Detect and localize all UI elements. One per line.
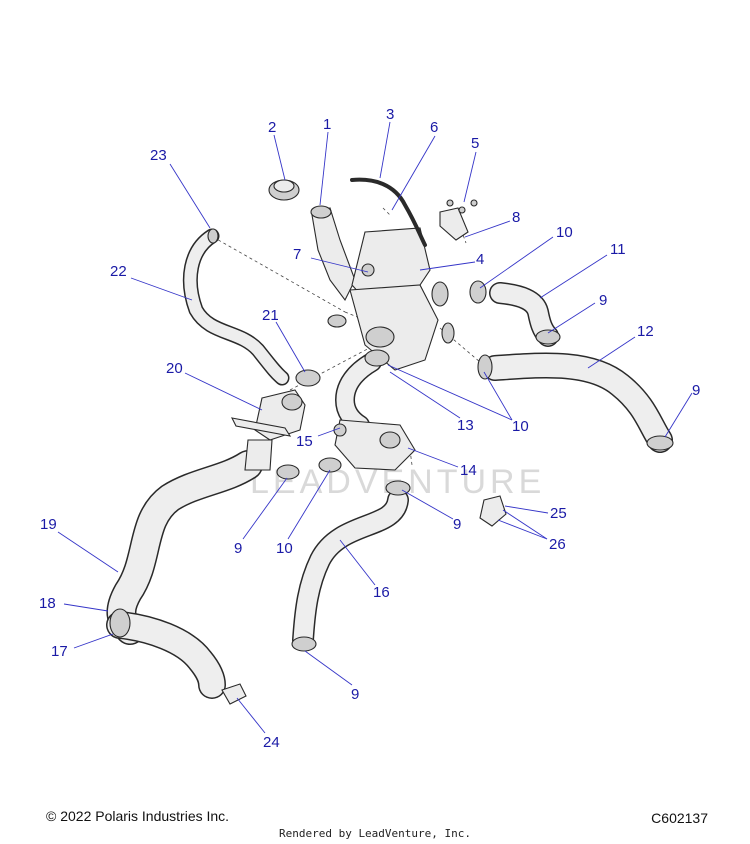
callout-9-d: 9 [453, 516, 461, 533]
hose-13 [335, 352, 382, 435]
hose-12 [482, 352, 673, 453]
callout-5: 5 [471, 135, 479, 152]
callout-labels: 1 2 3 4 5 6 7 8 9 9 9 9 9 10 10 10 11 12… [39, 106, 700, 751]
diagram-code: C602137 [651, 810, 708, 826]
callout-12: 12 [637, 323, 654, 340]
callout-10-b: 10 [512, 418, 529, 435]
leader-lines [57, 121, 693, 734]
callout-4: 4 [476, 251, 484, 268]
housing-1 [310, 205, 455, 371]
callout-21: 21 [262, 307, 279, 324]
callout-3: 3 [386, 106, 394, 123]
callout-11: 11 [610, 241, 626, 258]
callout-9-c: 9 [234, 540, 242, 557]
callout-9-a: 9 [599, 292, 607, 309]
bracket-8 [439, 199, 478, 241]
callout-13: 13 [457, 417, 474, 434]
callout-7: 7 [293, 246, 301, 263]
callout-10-a: 10 [556, 224, 573, 241]
hose-17 [106, 608, 226, 699]
callout-24: 24 [263, 734, 280, 751]
rendered-by-text: Rendered by LeadVenture, Inc. [278, 827, 472, 840]
hose-16 [292, 489, 409, 651]
copyright-text: © 2022 Polaris Industries Inc. [46, 808, 230, 824]
callout-19: 19 [40, 516, 57, 533]
callout-17: 17 [51, 643, 68, 660]
callout-6: 6 [430, 119, 438, 136]
callout-23: 23 [150, 147, 167, 164]
cap-2 [268, 179, 300, 201]
housing-14 [334, 419, 416, 471]
hose-22 [182, 228, 290, 386]
clamps [207, 228, 674, 652]
callout-22: 22 [110, 263, 127, 280]
callout-10-c: 10 [276, 540, 293, 557]
callout-8: 8 [512, 209, 520, 226]
callout-9-e: 9 [351, 686, 359, 703]
callout-14: 14 [460, 462, 477, 479]
callout-16: 16 [373, 584, 390, 601]
tube-3 [350, 177, 427, 247]
callout-25: 25 [550, 505, 567, 522]
part-24 [221, 683, 247, 705]
callout-20: 20 [166, 360, 183, 377]
housing-20 [231, 389, 306, 471]
callout-15: 15 [296, 433, 313, 450]
hose-19 [106, 450, 263, 645]
callout-18: 18 [39, 595, 56, 612]
callout-9-b: 9 [692, 382, 700, 399]
callout-2: 2 [268, 119, 276, 136]
callout-1: 1 [323, 116, 331, 133]
callout-26: 26 [549, 536, 566, 553]
hose-11 [489, 282, 559, 347]
